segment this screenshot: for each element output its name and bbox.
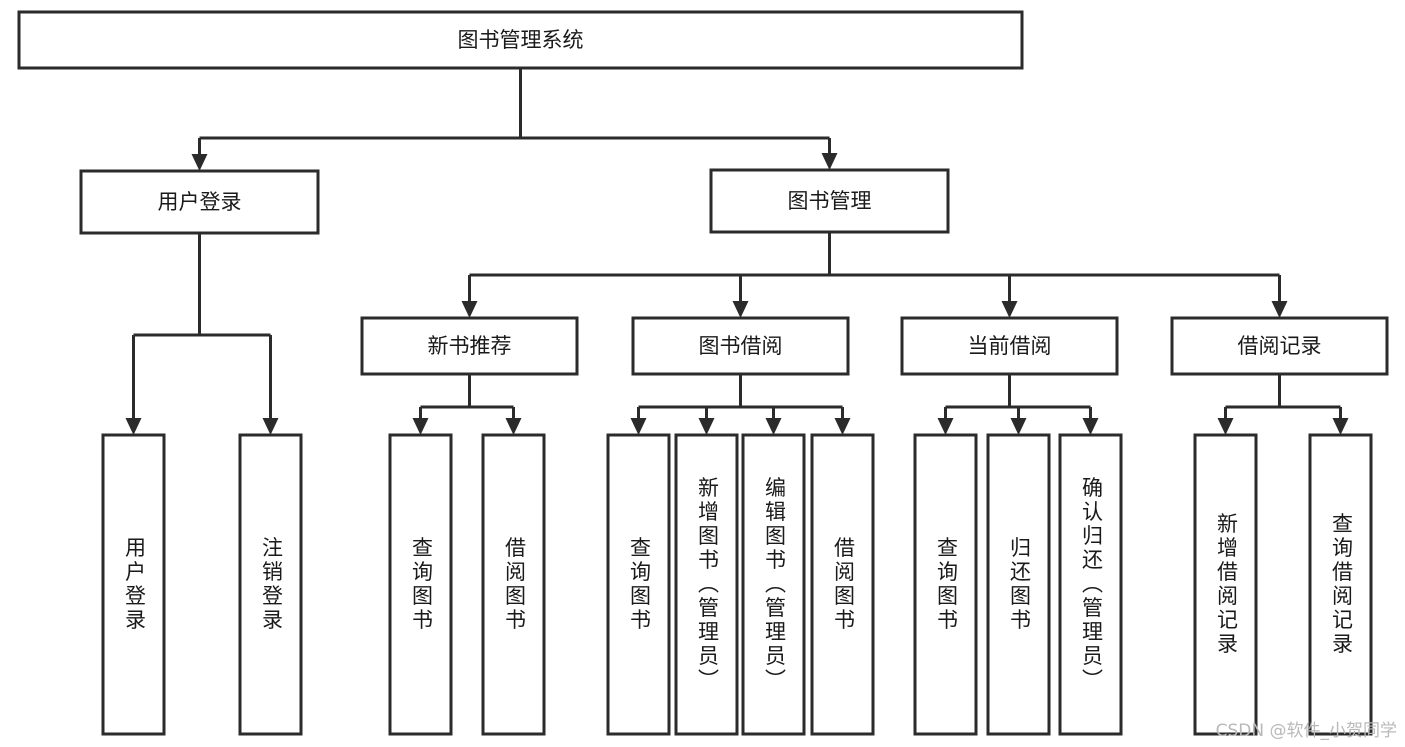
- node-leaf-query-record[interactable]: 查询借阅记录: [1308, 433, 1373, 736]
- node-box-leaf-query-book-1[interactable]: [388, 433, 453, 736]
- node-book-borrow[interactable]: 图书借阅: [631, 316, 850, 376]
- arrow-head: [262, 418, 279, 435]
- node-label-leaf-return-book: 归还图书: [1008, 537, 1032, 633]
- arrow-head: [834, 418, 851, 435]
- node-box-leaf-add-record[interactable]: [1193, 433, 1258, 736]
- node-label-leaf-query-book-2: 查询图书: [628, 537, 652, 633]
- node-box-leaf-query-record[interactable]: [1308, 433, 1373, 736]
- node-leaf-confirm-return[interactable]: 确认归还（管理员）: [1058, 433, 1123, 736]
- node-label-leaf-logout: 注销登录: [260, 537, 284, 633]
- node-label-borrow-record: 借阅记录: [1238, 334, 1322, 358]
- node-leaf-add-record[interactable]: 新增借阅记录: [1193, 433, 1258, 736]
- arrow-head: [1217, 418, 1234, 435]
- node-root[interactable]: 图书管理系统: [17, 10, 1024, 70]
- node-leaf-edit-book[interactable]: 编辑图书（管理员）: [741, 433, 806, 736]
- connector-edges: [125, 68, 1349, 435]
- node-box-user-login[interactable]: [79, 169, 320, 235]
- arrow-head: [1082, 418, 1099, 435]
- arrow-head: [698, 418, 715, 435]
- node-box-leaf-query-book-3[interactable]: [913, 433, 978, 736]
- diagram-nodes: 图书管理系统用户登录图书管理新书推荐图书借阅当前借阅借阅记录用户登录注销登录查询…: [17, 10, 1389, 736]
- node-box-book-manage[interactable]: [709, 168, 950, 234]
- node-box-leaf-edit-book[interactable]: [741, 433, 806, 736]
- node-label-leaf-edit-book: 编辑图书（管理员）: [763, 477, 787, 693]
- node-label-leaf-query-book-3: 查询图书: [935, 537, 959, 633]
- arrow-head: [505, 418, 522, 435]
- arrow-head: [821, 153, 838, 170]
- node-label-book-borrow: 图书借阅: [699, 334, 783, 358]
- node-box-leaf-query-book-2[interactable]: [606, 433, 671, 736]
- node-box-leaf-add-book[interactable]: [674, 433, 739, 736]
- node-box-leaf-borrow-book-1[interactable]: [481, 433, 546, 736]
- arrow-head: [937, 418, 954, 435]
- node-box-book-borrow[interactable]: [631, 316, 850, 376]
- node-box-leaf-confirm-return[interactable]: [1058, 433, 1123, 736]
- node-leaf-borrow-book-1[interactable]: 借阅图书: [481, 433, 546, 736]
- node-user-login[interactable]: 用户登录: [79, 169, 320, 235]
- arrow-head: [1332, 418, 1349, 435]
- node-label-leaf-borrow-book-2: 借阅图书: [832, 537, 856, 633]
- node-label-leaf-query-record: 查询借阅记录: [1330, 513, 1354, 657]
- arrow-head: [412, 418, 429, 435]
- node-label-leaf-add-record: 新增借阅记录: [1215, 513, 1239, 657]
- node-leaf-add-book[interactable]: 新增图书（管理员）: [674, 433, 739, 736]
- arrow-head: [125, 418, 142, 435]
- node-box-borrow-record[interactable]: [1170, 316, 1389, 376]
- node-current-borrow[interactable]: 当前借阅: [900, 316, 1119, 376]
- arrow-head: [1010, 418, 1027, 435]
- node-box-leaf-user-login[interactable]: [101, 433, 166, 736]
- node-borrow-record[interactable]: 借阅记录: [1170, 316, 1389, 376]
- node-box-leaf-borrow-book-2[interactable]: [810, 433, 875, 736]
- arrow-head: [191, 154, 208, 171]
- node-box-new-book-rec[interactable]: [360, 316, 579, 376]
- node-label-leaf-add-book: 新增图书（管理员）: [696, 477, 720, 693]
- node-label-new-book-rec: 新书推荐: [428, 334, 512, 358]
- arrow-head: [1001, 301, 1018, 318]
- node-leaf-borrow-book-2[interactable]: 借阅图书: [810, 433, 875, 736]
- node-label-leaf-query-book-1: 查询图书: [410, 537, 434, 633]
- node-label-leaf-confirm-return: 确认归还（管理员）: [1080, 477, 1104, 693]
- node-box-leaf-return-book[interactable]: [986, 433, 1051, 736]
- node-leaf-user-login[interactable]: 用户登录: [101, 433, 166, 736]
- node-label-current-borrow: 当前借阅: [968, 334, 1052, 358]
- node-leaf-logout[interactable]: 注销登录: [238, 433, 303, 736]
- node-box-root[interactable]: [17, 10, 1024, 70]
- node-new-book-rec[interactable]: 新书推荐: [360, 316, 579, 376]
- node-label-user-login: 用户登录: [158, 190, 242, 214]
- arrow-head: [1271, 301, 1288, 318]
- node-box-leaf-logout[interactable]: [238, 433, 303, 736]
- node-label-leaf-borrow-book-1: 借阅图书: [503, 537, 527, 633]
- node-leaf-query-book-1[interactable]: 查询图书: [388, 433, 453, 736]
- arrow-head: [765, 418, 782, 435]
- node-book-manage[interactable]: 图书管理: [709, 168, 950, 234]
- node-box-current-borrow[interactable]: [900, 316, 1119, 376]
- node-label-leaf-user-login: 用户登录: [123, 537, 147, 633]
- arrow-head: [461, 301, 478, 318]
- arrow-head: [732, 301, 749, 318]
- node-leaf-query-book-3[interactable]: 查询图书: [913, 433, 978, 736]
- node-leaf-return-book[interactable]: 归还图书: [986, 433, 1051, 736]
- arrow-head: [630, 418, 647, 435]
- node-label-root: 图书管理系统: [458, 28, 584, 52]
- node-label-book-manage: 图书管理: [788, 189, 872, 213]
- watermark-text: CSDN @软件_小贺同学: [1215, 721, 1397, 741]
- node-leaf-query-book-2[interactable]: 查询图书: [606, 433, 671, 736]
